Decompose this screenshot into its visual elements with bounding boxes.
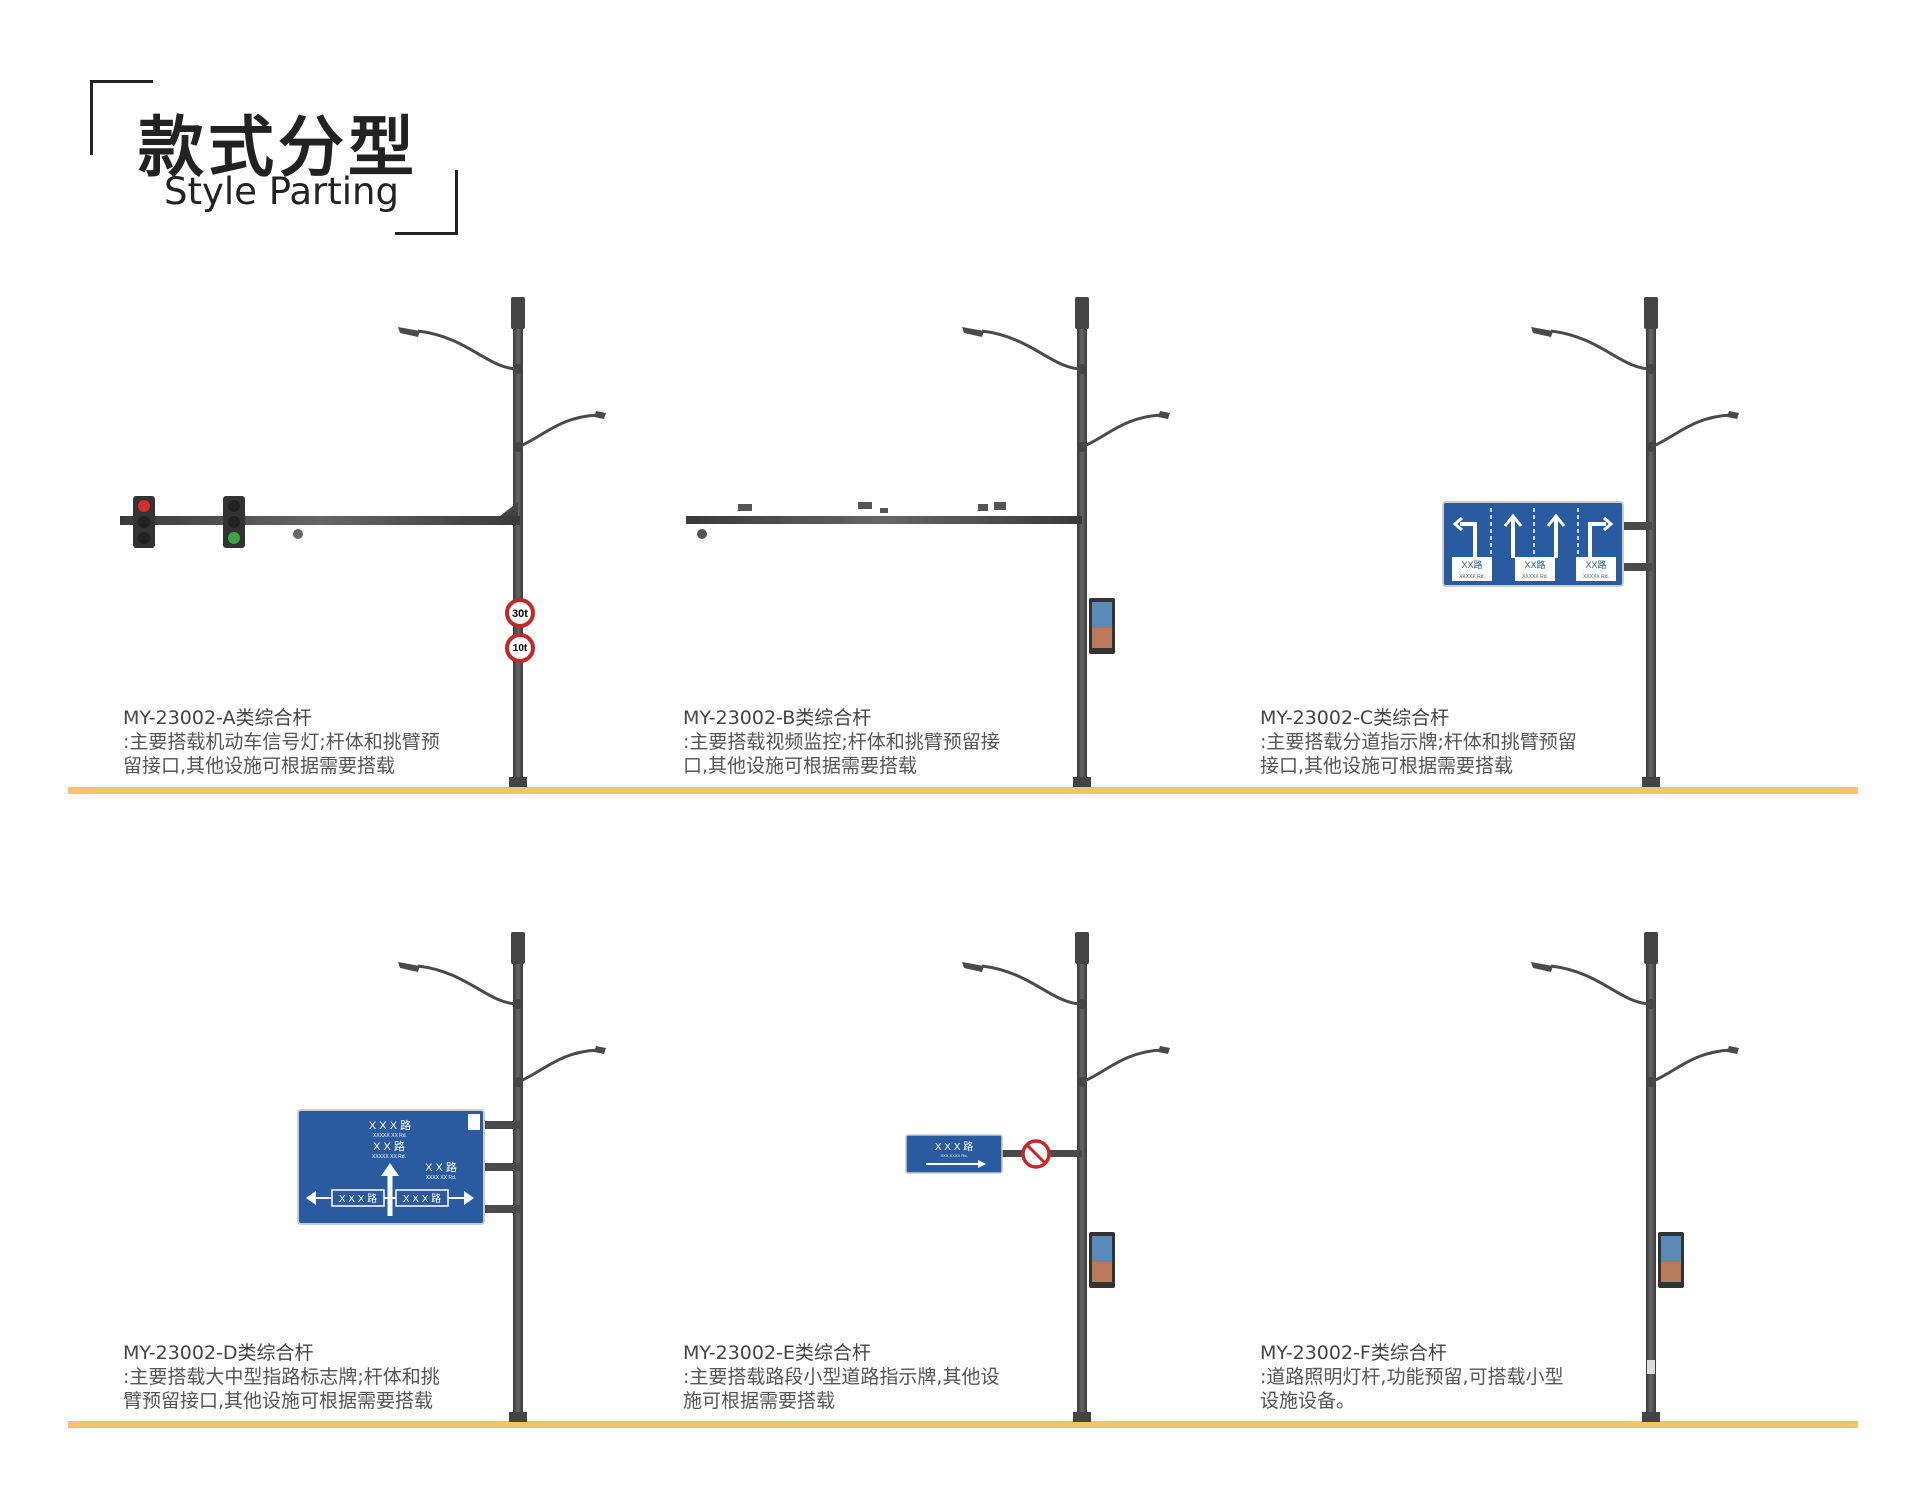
info-screen-f <box>1658 1232 1684 1288</box>
caption-f-desc2: 设施设备。 <box>1260 1390 1356 1412</box>
svg-text:30t: 30t <box>512 608 528 620</box>
title-block: 款式分型 Style Parting <box>90 80 460 240</box>
caption-d: MY-23002-D类综合杆 :主要搭载大中型指路标志牌;杆体和挑 臂预留接口,… <box>123 1341 603 1413</box>
caption-c-title: MY-23002-C类综合杆 <box>1260 707 1450 729</box>
svg-text:10t: 10t <box>513 643 528 654</box>
svg-text:XXXX XX Rd.: XXXX XX Rd. <box>426 1175 457 1181</box>
title-corner-top-left <box>90 80 153 155</box>
lane-direction-sign: XX路 XX路 XX路 XXXXX Rd. XXXXX Rd. XXXXX Rd… <box>1442 501 1624 587</box>
pole-a: 30t 10t <box>120 295 608 789</box>
svg-text:XXXXX XX Rd.: XXXXX XX Rd. <box>372 1154 406 1160</box>
caption-a-desc1: :主要搭载机动车信号灯;杆体和挑臂预 <box>123 731 440 753</box>
traffic-light-2 <box>223 496 245 548</box>
caption-a-desc2: 留接口,其他设施可根据需要搭载 <box>123 755 396 777</box>
svg-text:XXXXX XX Rd.: XXXXX XX Rd. <box>373 1133 407 1139</box>
caption-b-desc1: :主要搭载视频监控;杆体和挑臂预留接 <box>683 731 1000 753</box>
caption-e: MY-23002-E类综合杆 :主要搭载路段小型道路指示牌,其他设 施可根据需要… <box>683 1341 1163 1413</box>
svg-text:X X X 路: X X X 路 <box>339 1192 377 1205</box>
caption-c-desc2: 接口,其他设施可根据需要搭载 <box>1260 755 1514 777</box>
svg-text:X X 路: X X 路 <box>425 1161 457 1174</box>
pole-b <box>686 295 1172 789</box>
page-subtitle: Style Parting <box>164 170 399 213</box>
caption-a: MY-23002-A类综合杆 :主要搭载机动车信号灯;杆体和挑臂预 留接口,其他… <box>123 706 603 778</box>
speed-limit-sign: 30t <box>505 598 535 628</box>
pole-f <box>1529 930 1741 1424</box>
pole-e: X X X 路 XXX XXXX Rd. <box>905 930 1172 1424</box>
caption-d-title: MY-23002-D类综合杆 <box>123 1342 314 1364</box>
caption-e-desc2: 施可根据需要搭载 <box>683 1390 836 1412</box>
pole-d: X X X 路 XXXXX XX Rd. X X 路 XXXXX XX Rd. … <box>297 930 608 1424</box>
svg-text:XX路: XX路 <box>1524 559 1545 570</box>
svg-text:XX路: XX路 <box>1585 559 1606 570</box>
svg-text:X X 路: X X 路 <box>373 1140 405 1153</box>
caption-f-title: MY-23002-F类综合杆 <box>1260 1342 1447 1364</box>
traffic-light-1 <box>133 496 155 548</box>
page-title: 款式分型 <box>138 109 418 186</box>
info-screen <box>1089 598 1115 654</box>
caption-b-title: MY-23002-B类综合杆 <box>683 707 872 729</box>
svg-text:XX路: XX路 <box>1461 559 1482 570</box>
caption-e-desc1: :主要搭载路段小型道路指示牌,其他设 <box>683 1366 1000 1388</box>
weight-limit-sign: 10t <box>505 633 535 663</box>
small-road-sign: X X X 路 XXX XXXX Rd. <box>905 1134 1003 1174</box>
svg-text:X X X 路: X X X 路 <box>403 1192 441 1205</box>
info-screen-e <box>1089 1232 1115 1288</box>
caption-b-desc2: 口,其他设施可根据需要搭载 <box>683 755 918 777</box>
caption-b: MY-23002-B类综合杆 :主要搭载视频监控;杆体和挑臂预留接 口,其他设施… <box>683 706 1163 778</box>
caption-d-desc2: 臂预留接口,其他设施可根据需要搭载 <box>123 1390 434 1412</box>
camera-dome <box>293 529 303 539</box>
caption-f: MY-23002-F类综合杆 :道路照明灯杆,功能预留,可搭载小型 设施设备。 <box>1260 1341 1740 1413</box>
svg-text:X X X 路: X X X 路 <box>369 1119 411 1132</box>
svg-text:XXXXX Rd.: XXXXX Rd. <box>1583 574 1609 580</box>
svg-text:X X X 路: X X X 路 <box>935 1140 973 1153</box>
ground-line-row1 <box>68 787 1858 794</box>
svg-text:XXXXX Rd.: XXXXX Rd. <box>1522 574 1548 580</box>
title-corner-bottom-right <box>395 170 458 235</box>
caption-e-title: MY-23002-E类综合杆 <box>683 1342 871 1364</box>
guide-sign-large: X X X 路 XXXXX XX Rd. X X 路 XXXXX XX Rd. … <box>297 1109 485 1225</box>
caption-c-desc1: :主要搭载分道指示牌;杆体和挑臂预留 <box>1260 731 1577 753</box>
caption-f-desc1: :道路照明灯杆,功能预留,可搭载小型 <box>1260 1366 1564 1388</box>
surveillance-cameras <box>697 502 1006 539</box>
caption-a-title: MY-23002-A类综合杆 <box>123 707 312 729</box>
caption-c: MY-23002-C类综合杆 :主要搭载分道指示牌;杆体和挑臂预留 接口,其他设… <box>1260 706 1740 778</box>
svg-text:XXXXX Rd.: XXXXX Rd. <box>1459 574 1485 580</box>
caption-d-desc1: :主要搭载大中型指路标志牌;杆体和挑 <box>123 1366 440 1388</box>
ground-line-row2 <box>68 1421 1858 1428</box>
svg-text:XXX XXXX Rd.: XXX XXXX Rd. <box>940 1153 967 1158</box>
no-entry-sign <box>1021 1139 1051 1169</box>
pole-c: XX路 XX路 XX路 XXXXX Rd. XXXXX Rd. XXXXX Rd… <box>1442 295 1741 789</box>
